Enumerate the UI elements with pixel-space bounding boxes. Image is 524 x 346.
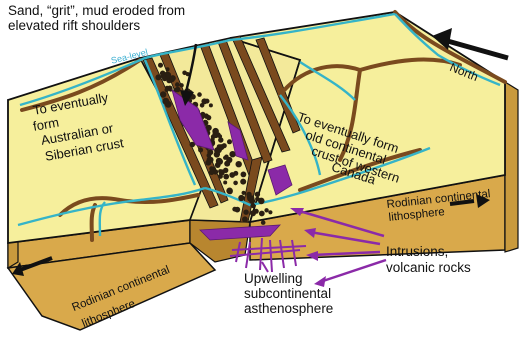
sediment-pebble — [217, 158, 223, 164]
sediment-pebble — [218, 134, 222, 138]
sediment-pebble — [224, 161, 230, 167]
sediment-pebble — [218, 174, 223, 179]
sediment-pebble — [247, 196, 253, 202]
sediment-pebble — [216, 152, 220, 156]
sediment-pebble — [240, 179, 246, 185]
sediment-pebble — [259, 211, 265, 217]
sediment-pebble — [238, 195, 244, 201]
sediment-pebble — [211, 137, 215, 141]
sediment-pebble — [227, 139, 232, 144]
sediment-pebble — [223, 174, 229, 180]
sediment-pebble — [160, 71, 166, 77]
intrusions-label-line1: Intrusions, — [386, 245, 448, 259]
sediment-pebble — [179, 83, 183, 87]
sediment-pebble — [160, 91, 166, 97]
sediment-pebble — [242, 216, 248, 222]
sediment-pebble — [165, 88, 169, 92]
sediment-pebble — [223, 168, 228, 173]
right-block-side-face — [505, 82, 518, 252]
sediment-pebble — [254, 209, 259, 214]
sediment-pebble — [229, 172, 235, 178]
sediment-pebble — [268, 210, 272, 214]
sediment-pebble — [209, 103, 213, 107]
sediment-pebble — [226, 188, 233, 195]
sediment-pebble — [209, 170, 214, 175]
sediment-source-label-line1: Sand, “grit”, mud eroded from — [8, 4, 185, 18]
sediment-pebble — [223, 181, 227, 185]
sediment-pebble — [170, 75, 176, 81]
sediment-source-label-line2: elevated rift shoulders — [8, 19, 140, 33]
sediment-pebble — [166, 67, 170, 71]
sediment-pebble — [233, 181, 238, 186]
upwelling-label-line1: Upwelling — [244, 272, 303, 286]
sediment-pebble — [207, 157, 213, 163]
sediment-pebble — [201, 98, 207, 104]
sediment-pebble — [162, 98, 169, 105]
sediment-pebble — [255, 192, 260, 197]
upwelling-label-line3: asthenosphere — [244, 302, 333, 316]
sediment-pebble — [175, 82, 180, 87]
sediment-pebble — [198, 148, 203, 153]
sediment-pebble — [261, 220, 266, 225]
sediment-pebble — [243, 210, 248, 215]
sediment-pebble — [218, 144, 224, 150]
upwelling-label-line2: subcontinental — [244, 287, 331, 301]
sediment-pebble — [234, 207, 240, 213]
sediment-pebble — [242, 191, 246, 195]
sediment-pebble — [241, 172, 247, 178]
sediment-pebble — [264, 208, 268, 212]
sediment-pebble — [158, 63, 163, 68]
sediment-pebble — [155, 74, 161, 80]
sediment-pebble — [218, 169, 222, 173]
sediment-pebble — [255, 197, 260, 202]
sediment-pebble — [197, 92, 202, 97]
intrusions-label-line2: volcanic rocks — [386, 261, 471, 275]
sediment-pebble — [182, 71, 187, 76]
sediment-pebble — [213, 131, 219, 137]
sediment-pebble — [236, 161, 242, 167]
